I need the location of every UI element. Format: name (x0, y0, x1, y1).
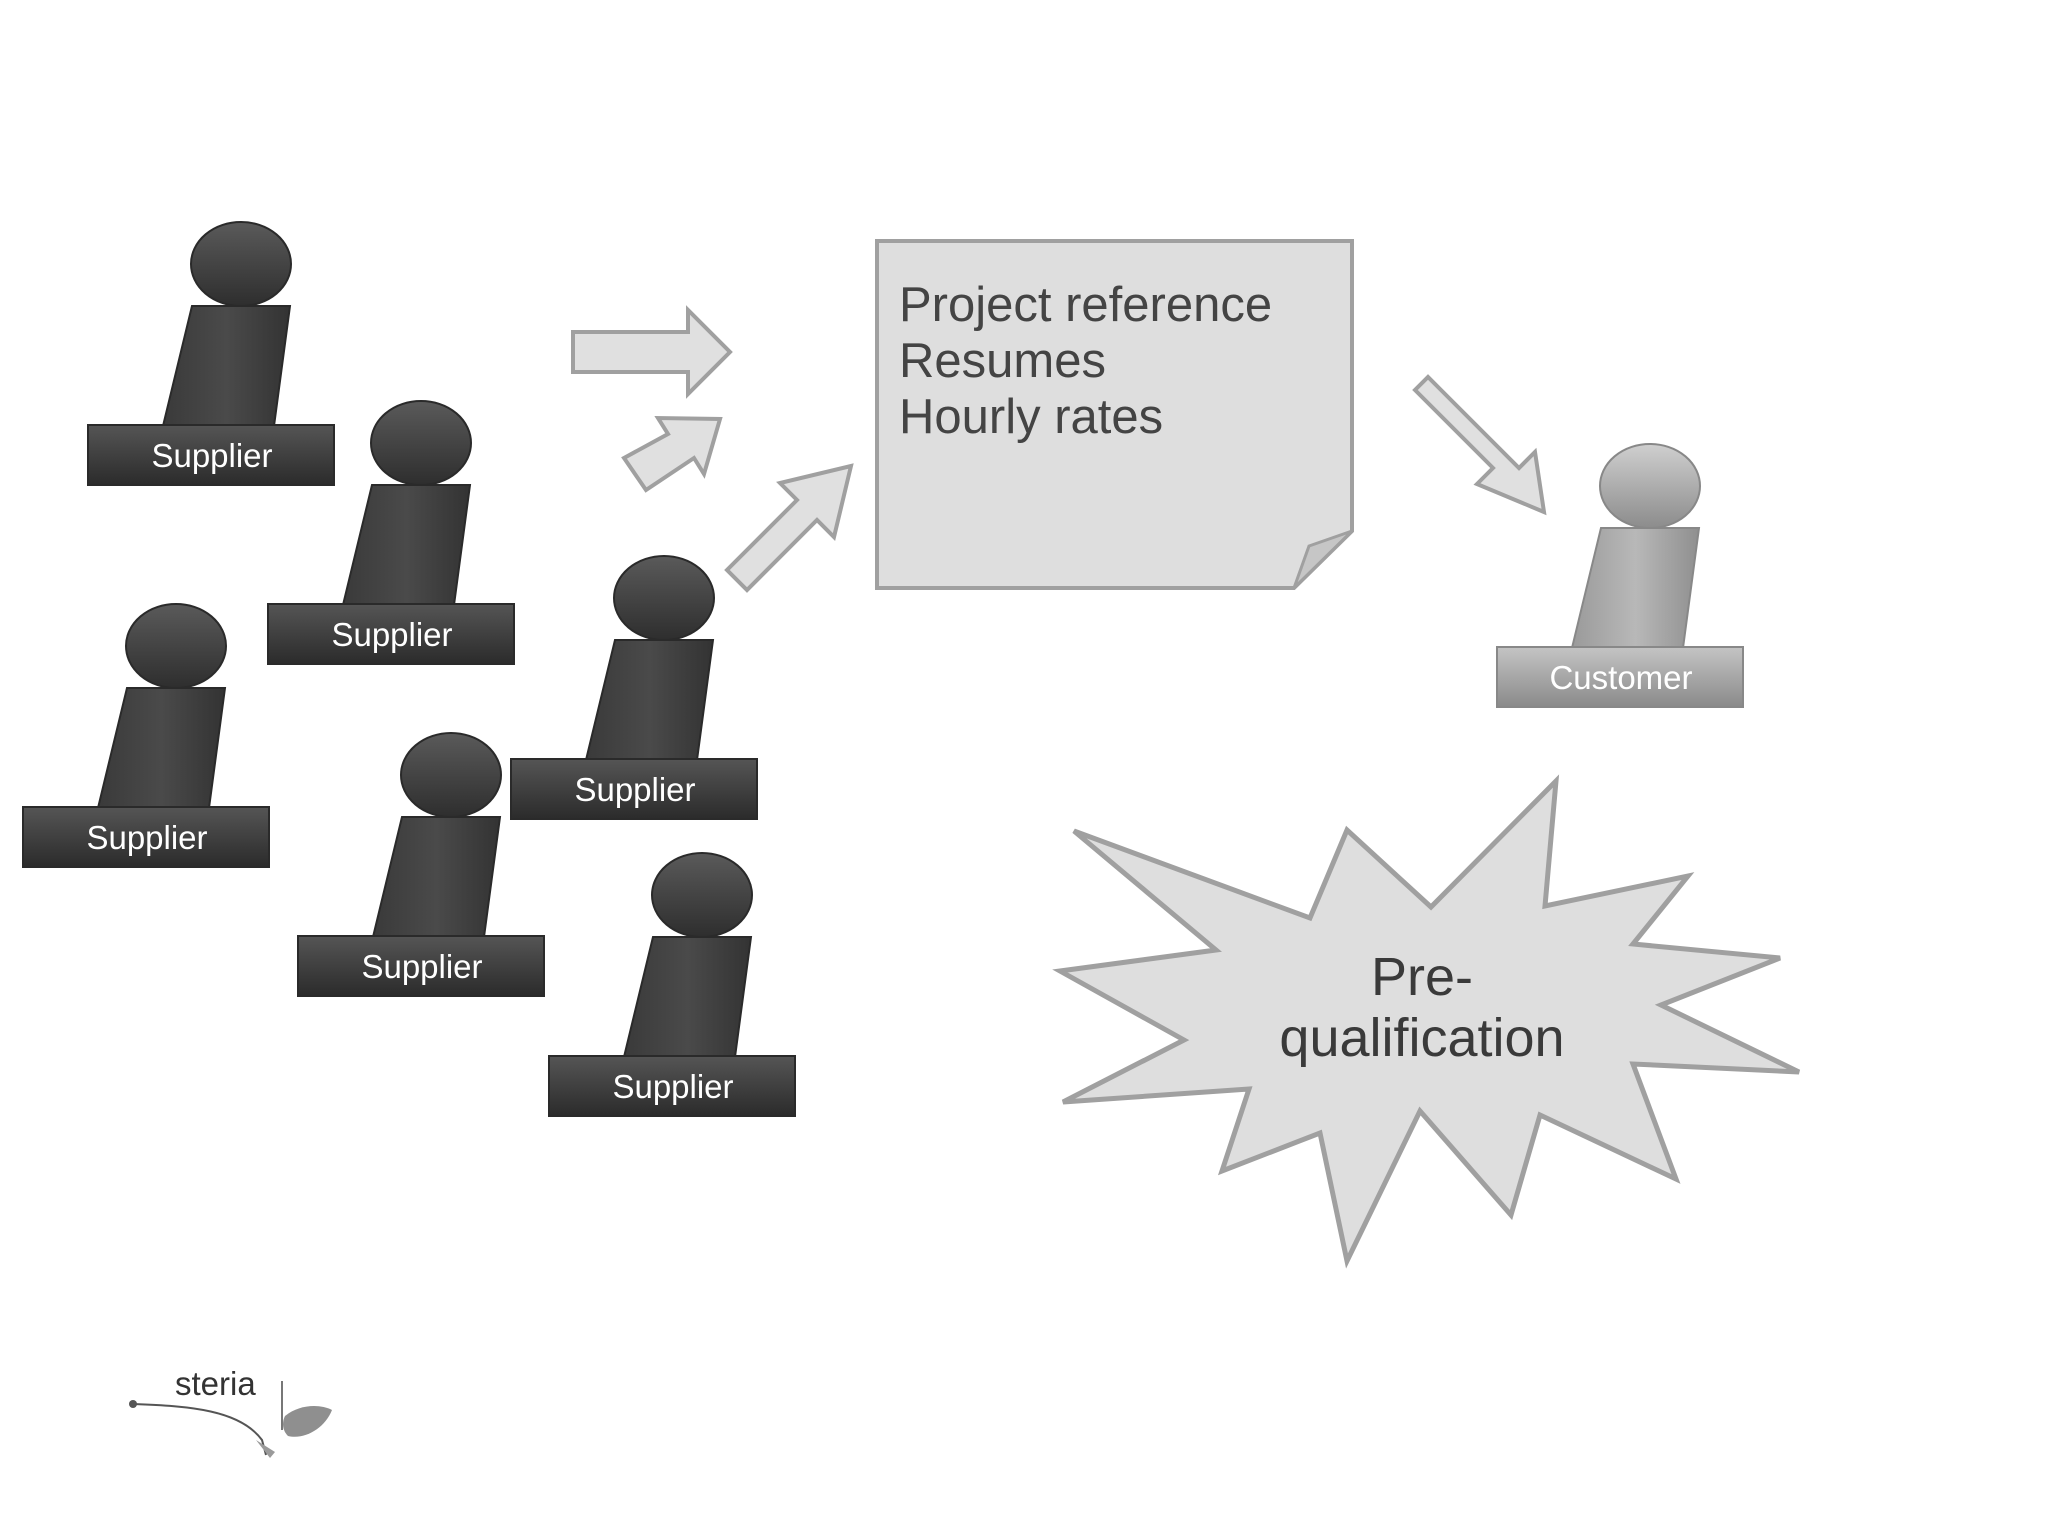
supplier-label: Supplier (574, 771, 695, 808)
supplier-figure: Supplier (267, 400, 515, 665)
supplier-base (87, 424, 335, 486)
supplier-figure: Supplier (297, 732, 545, 997)
logo-dot (129, 1400, 137, 1408)
steria-logo: steria (129, 1365, 332, 1458)
logo-small-leaf (256, 1440, 275, 1458)
supplier-figure: Supplier (510, 555, 758, 820)
supplier-body (622, 936, 753, 1058)
supplier-head (125, 603, 227, 689)
supplier-base (510, 758, 758, 820)
arrow-right-icon (571, 305, 733, 399)
supplier-head (400, 732, 502, 818)
supplier-body (161, 305, 292, 427)
supplier-head (370, 400, 472, 486)
document-fold (1292, 529, 1354, 590)
customer-body (1570, 527, 1701, 649)
burst-text-line-2: qualification (1279, 1008, 1564, 1068)
burst-text-line-1: Pre- (1371, 947, 1473, 1007)
document-line-resumes: Resumes (899, 334, 1106, 388)
prequalification-burst: Pre- qualification (1052, 774, 1801, 1269)
supplier-figure: Supplier (87, 221, 335, 486)
customer-head (1599, 443, 1701, 529)
supplier-body (96, 687, 227, 809)
document-line-hourly-rates: Hourly rates (899, 390, 1163, 444)
supplier-body (584, 639, 715, 761)
supplier-body (341, 484, 472, 606)
supplier-head (651, 852, 753, 938)
logo-leaf (283, 1406, 332, 1437)
supplier-body (371, 816, 502, 938)
supplier-label: Supplier (612, 1068, 733, 1105)
arrow-up-right-icon (621, 415, 723, 493)
supplier-base (267, 603, 515, 665)
supplier-figure: Supplier (548, 852, 796, 1117)
supplier-label: Supplier (361, 948, 482, 985)
customer-figure: Customer (1496, 443, 1744, 708)
supplier-label: Supplier (151, 437, 272, 474)
supplier-base (548, 1055, 796, 1117)
customer-label: Customer (1549, 659, 1692, 696)
customer-base (1496, 646, 1744, 708)
logo-text: steria (175, 1365, 256, 1402)
requirements-document: Project reference Resumes Hourly rates (875, 239, 1354, 590)
supplier-base (297, 935, 545, 997)
supplier-label: Supplier (331, 616, 452, 653)
document-line-project-reference: Project reference (899, 278, 1272, 332)
supplier-head (190, 221, 292, 307)
supplier-base (22, 806, 270, 868)
supplier-figure: Supplier (22, 603, 270, 868)
logo-swoosh (132, 1403, 267, 1456)
supplier-label: Supplier (86, 819, 207, 856)
supplier-head (613, 555, 715, 641)
arrow-up-right-icon (724, 463, 854, 593)
arrow-down-right-icon (1412, 374, 1547, 516)
burst-shape (1052, 774, 1801, 1269)
